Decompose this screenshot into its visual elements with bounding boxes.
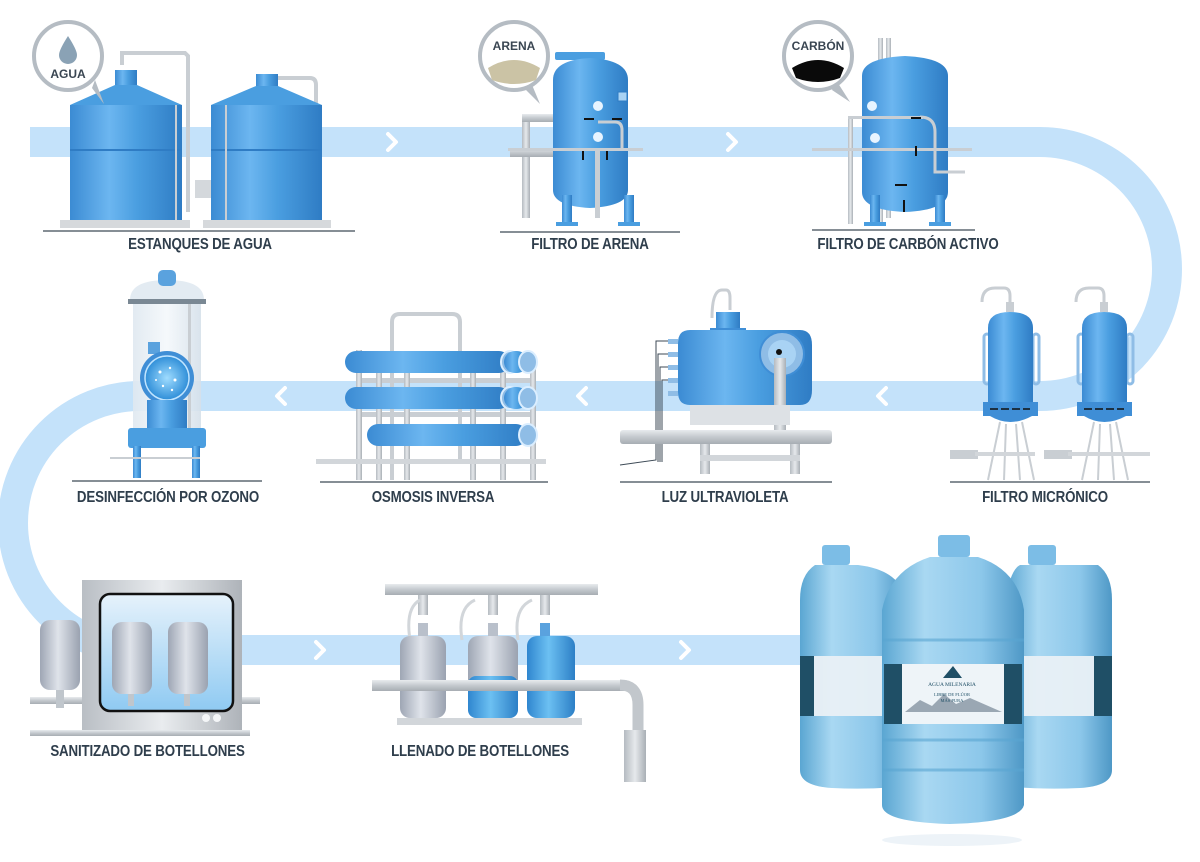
water-drop-icon xyxy=(59,36,77,64)
flow-arrows xyxy=(43,132,1142,660)
carbon-filter xyxy=(812,38,975,231)
arrow-right-icon xyxy=(386,132,398,152)
arrow-down-icon xyxy=(43,538,63,550)
filling-station xyxy=(372,584,646,782)
sanitizing-station xyxy=(30,580,260,736)
water-jug-center: AGUA MILENARIA LIBRE DE FLÚOR MÁS PURA xyxy=(882,535,1024,846)
badge-label-carbon: CARBÓN xyxy=(792,38,845,53)
uv-unit xyxy=(619,288,832,483)
carbon-icon xyxy=(792,60,844,82)
arrow-down-icon xyxy=(1122,264,1142,276)
water-jug-left xyxy=(800,545,906,789)
product-bottles: AGUA MILENARIA LIBRE DE FLÚOR MÁS PURA xyxy=(800,535,1112,846)
flow-path xyxy=(0,127,1182,665)
step-label-reverse-osmosis: OSMOSIS INVERSA xyxy=(371,489,495,506)
step-label-uv-light: LUZ ULTRAVIOLETA xyxy=(661,489,789,506)
arrow-left-icon xyxy=(275,386,287,406)
badge-label-sand: ARENA xyxy=(493,39,536,53)
water-tanks xyxy=(43,51,355,232)
water-badge: AGUA xyxy=(32,20,104,104)
step-label-carbon-filter: FILTRO DE CARBÓN ACTIVO xyxy=(817,236,999,253)
bottle-icon xyxy=(468,623,518,718)
bottle-icon xyxy=(40,620,80,708)
bottle-icon xyxy=(168,622,208,706)
step-label-ozone: DESINFECCIÓN POR OZONO xyxy=(76,489,260,506)
bottle-icon xyxy=(112,622,152,706)
arrow-right-icon xyxy=(726,132,738,152)
flow-band xyxy=(0,127,1182,665)
step-label-micron-filter: FILTRO MICRÓNICO xyxy=(982,489,1108,506)
sand-filter xyxy=(500,52,680,233)
bottle-icon xyxy=(527,623,575,718)
step-label-water-tanks: ESTANQUES DE AGUA xyxy=(128,236,272,253)
step-label-sanitizing: SANITIZADO DE BOTELLONES xyxy=(50,743,245,760)
brand-tagline-2: MÁS PURA xyxy=(941,698,965,703)
step-label-sand-filter: FILTRO DE ARENA xyxy=(531,236,649,253)
mountain-logo-icon xyxy=(943,666,962,678)
micron-filters xyxy=(950,286,1150,483)
brand-tagline-1: LIBRE DE FLÚOR xyxy=(934,692,970,697)
bottle-icon xyxy=(400,623,446,718)
water-jug-right xyxy=(1006,545,1112,789)
sand-badge: ARENA xyxy=(478,20,550,104)
sand-icon xyxy=(488,60,540,84)
arrow-right-icon xyxy=(314,640,326,660)
carbon-badge: CARBÓN xyxy=(782,20,854,102)
brand-name: AGUA MILENARIA xyxy=(928,682,976,688)
ozone-unit xyxy=(72,270,262,482)
reverse-osmosis xyxy=(316,312,548,483)
arrow-left-icon xyxy=(876,386,888,406)
arrow-right-icon xyxy=(679,640,691,660)
step-label-filling: LLENADO DE BOTELLONES xyxy=(391,743,569,760)
badge-label-water: AGUA xyxy=(50,67,86,81)
arrow-left-icon xyxy=(576,386,588,406)
